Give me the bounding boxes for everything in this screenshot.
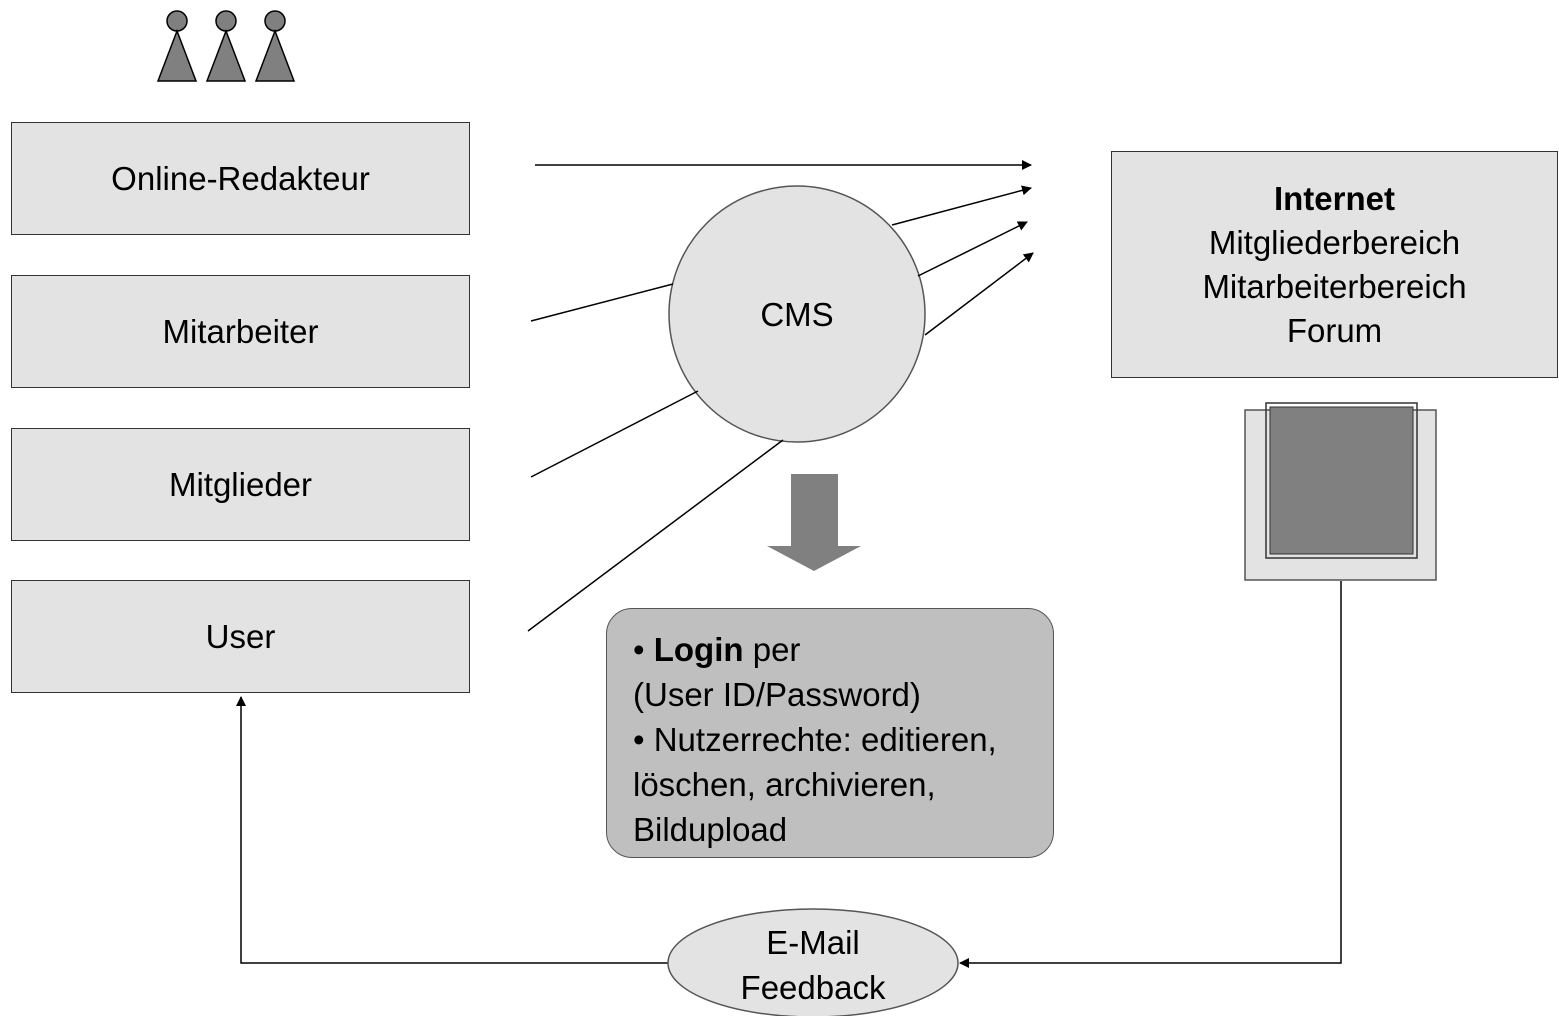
email-line: Feedback [740, 969, 886, 1006]
role-mitglieder: Mitglieder [11, 428, 470, 541]
role-label: User [205, 617, 276, 655]
role-label: Mitarbeiter [162, 312, 319, 350]
line-mitarbeiter-to-cms [530, 283, 674, 322]
info-line: (User ID/Password) [633, 676, 921, 713]
bullet: • [633, 631, 645, 668]
people-icon [156, 10, 296, 82]
line-cms-to-internet-2 [917, 221, 1028, 277]
line-cms-to-internet-1 [891, 185, 1032, 226]
down-arrow-icon [767, 474, 861, 571]
line-cms-to-internet-3 [924, 252, 1034, 336]
cms-info-box: • Login per (User ID/Password) • Nutzerr… [606, 608, 1054, 858]
info-line: löschen, archivieren, [633, 766, 936, 803]
line-mitglieder-to-cms [530, 390, 699, 478]
info-line-login: • Login per [633, 627, 1053, 672]
info-line: Bildupload [633, 811, 788, 848]
role-online-redakteur: Online-Redakteur [11, 122, 470, 235]
info-line: • Nutzerrechte: editieren, [633, 721, 997, 758]
email-feedback-label: E-Mail Feedback [668, 920, 958, 1010]
role-label: Mitglieder [168, 465, 313, 503]
role-user: User [11, 580, 470, 693]
email-feedback-ellipse [667, 908, 959, 1016]
internet-title: Internet [1273, 179, 1395, 217]
internet-box: Internet Mitgliederbereich Mitarbeiterbe… [1111, 151, 1558, 378]
monitor-icon [1244, 402, 1437, 581]
line-monitor-to-email [959, 581, 1342, 968]
line-user-to-cms [527, 439, 784, 632]
internet-line: Mitgliederbereich [1208, 223, 1461, 261]
cms-circle [668, 185, 926, 443]
line-email-to-user [236, 696, 669, 964]
role-label: Online-Redakteur [111, 159, 370, 197]
cms-label: CMS [760, 296, 834, 333]
internet-line: Mitarbeiterbereich [1202, 267, 1467, 305]
info-text: per [752, 631, 801, 668]
login-keyword: Login [653, 631, 744, 668]
role-mitarbeiter: Mitarbeiter [11, 275, 470, 388]
email-line: E-Mail [766, 924, 860, 961]
internet-line: Forum [1286, 311, 1383, 349]
